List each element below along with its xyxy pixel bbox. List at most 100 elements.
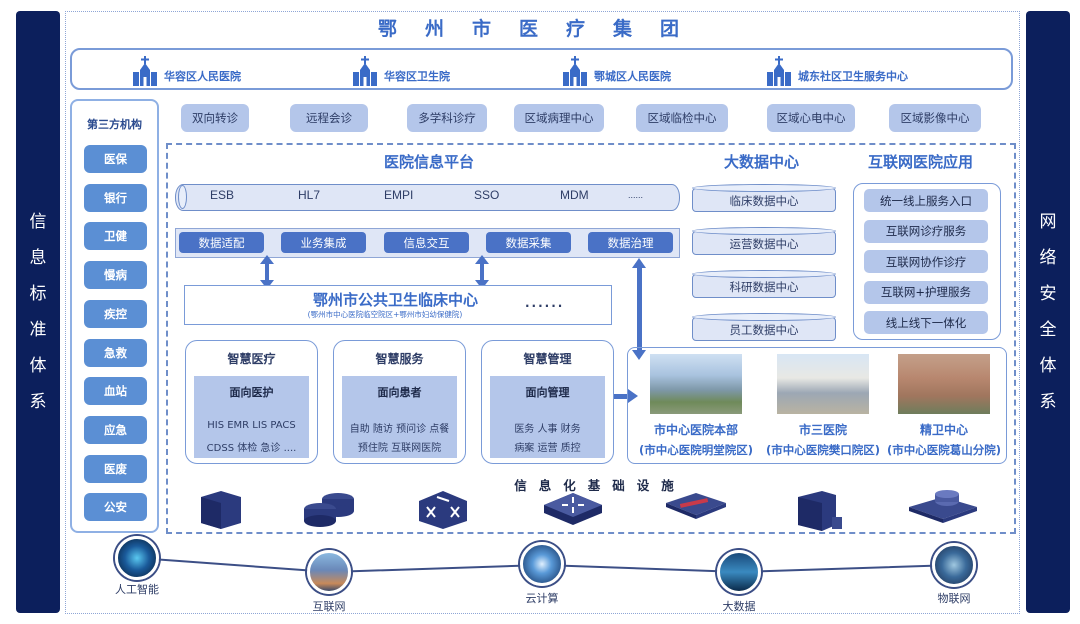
- data-center-label: 临床数据中心: [729, 194, 799, 208]
- big-data-icon: [717, 550, 761, 594]
- data-center-label: 科研数据中心: [729, 280, 799, 294]
- integration-item: 信息交互: [384, 232, 469, 253]
- clinical-center-box: [184, 285, 612, 325]
- arrow-bidirectional: [475, 255, 489, 289]
- service-pill: 双向转诊: [181, 104, 249, 132]
- integration-item: 业务集成: [281, 232, 366, 253]
- integration-item: 数据适配: [179, 232, 264, 253]
- router-icon: [540, 489, 606, 533]
- main-title: 鄂州市医疗集团: [377, 18, 707, 40]
- disk-array-icon: [905, 489, 981, 529]
- technology-label: 互联网: [312, 600, 346, 613]
- third-party-item: 医保: [84, 145, 147, 173]
- smart-domain-systems: 自助 随访 预问诊 点餐: [349, 424, 450, 435]
- internet-hospital-item: 互联网诊疗服务: [864, 219, 988, 243]
- data-center-cylinder: 临床数据中心: [691, 184, 836, 212]
- smart-domain-systems: 医务 人事 财务: [514, 424, 581, 435]
- third-party-item: 疾控: [84, 299, 147, 328]
- campus-subtitle: (市中心医院葛山分院): [886, 443, 1001, 457]
- pillar-char: 网: [1039, 212, 1057, 232]
- third-party-item: 公安: [84, 493, 147, 522]
- technology-label: 物联网: [937, 592, 971, 605]
- big-data-title: 大数据中心: [724, 153, 800, 171]
- integration-item: 数据治理: [588, 232, 673, 253]
- pillar-char: 系: [1039, 392, 1057, 412]
- pipe-item: SSO: [474, 188, 500, 202]
- third-party-item: 卫健: [84, 222, 147, 251]
- core-switch-icon: [415, 489, 471, 535]
- technology-label: 人工智能: [115, 583, 159, 596]
- internet-hospital-item: 互联网协作诊疗: [864, 250, 988, 273]
- infrastructure-title: 信息化基础设施: [514, 478, 686, 493]
- campus-name: 市中心医院本部: [653, 423, 738, 437]
- service-pill: 区域影像中心: [889, 104, 981, 132]
- internet-hospital-item: 互联网+护理服务: [864, 280, 988, 304]
- data-center-label: 员工数据中心: [729, 323, 799, 337]
- integration-bus-pipe: [175, 184, 680, 211]
- smart-domain-inner: [342, 376, 457, 458]
- third-party-item: 应急: [84, 415, 147, 444]
- clinical-center-more: ......: [525, 296, 565, 310]
- storage-icon: [300, 489, 360, 531]
- member-hospital-label: 华容区人民医院: [164, 70, 241, 83]
- member-hospital-label: 鄂城区人民医院: [594, 70, 671, 83]
- service-pill: 多学科诊疗: [407, 104, 487, 132]
- pillar-char: 标: [29, 284, 47, 304]
- pipe-item: MDM: [560, 188, 589, 202]
- cloud-computing-icon: [520, 542, 564, 586]
- smart-domain-systems: CDSS 体检 急诊 ....: [206, 443, 297, 454]
- server-icon: [196, 489, 246, 535]
- pipe-item: ESB: [210, 188, 235, 202]
- campus-name: 市三医院: [798, 423, 847, 437]
- church-icon: [766, 56, 792, 86]
- internet-hospital-item: 线上线下一体化: [864, 311, 988, 334]
- campus-panel: [627, 347, 1007, 464]
- pillar-char: 体: [29, 356, 47, 376]
- member-hospital: 华容区卫生院: [352, 54, 450, 86]
- third-party-item: 银行: [84, 183, 147, 212]
- technology-label: 云计算: [525, 592, 559, 605]
- host-icon: [792, 489, 848, 537]
- smart-domain-title: 智慧服务: [375, 352, 424, 366]
- data-center-cylinder: 运营数据中心: [691, 227, 836, 255]
- pipe-item: EMPI: [384, 188, 414, 202]
- member-hospital-label: 华容区卫生院: [384, 70, 450, 83]
- third-party-item: 急救: [84, 338, 147, 367]
- member-hospitals-bar: [70, 48, 1013, 90]
- member-hospital: 鄂城区人民医院: [562, 54, 671, 86]
- info-standard-pillar: 信 息 标 准 体 系: [16, 11, 60, 613]
- campus-photo: [777, 354, 869, 414]
- church-icon: [132, 56, 158, 86]
- smart-domain-audience: 面向管理: [525, 386, 570, 399]
- platform-title: 医院信息平台: [384, 153, 475, 171]
- clinical-center-subtitle: (鄂州市中心医院临空院区+鄂州市妇幼保健院): [307, 310, 463, 319]
- core-platform-frame: [166, 143, 1016, 534]
- smart-domain-inner: [490, 376, 605, 458]
- outer-frame: [65, 11, 1020, 614]
- internet-hospital-title: 互联网医院应用: [868, 153, 974, 171]
- internet-city-icon: [307, 550, 351, 594]
- pillar-char: 准: [29, 320, 47, 340]
- internet-hospital-panel: [853, 183, 1001, 340]
- campus-photo: [650, 354, 742, 414]
- service-pill: 区域病理中心: [514, 104, 604, 132]
- arrow-bidirectional: [260, 255, 274, 289]
- smart-domain-audience: 面向医护: [229, 386, 274, 399]
- pillar-char: 全: [1039, 320, 1057, 340]
- internet-hospital-item: 统一线上服务入口: [864, 189, 988, 212]
- technology-label: 大数据: [722, 600, 756, 613]
- pillar-char: 络: [1039, 248, 1057, 268]
- data-center-cylinder: 科研数据中心: [691, 270, 836, 298]
- pillar-char: 息: [29, 248, 47, 268]
- data-center-label: 运营数据中心: [729, 237, 799, 251]
- campus-subtitle: (市中心医院明堂院区): [638, 443, 753, 457]
- pipe-item: HL7: [298, 188, 321, 202]
- ai-brain-icon: [115, 536, 159, 580]
- arrow-bidirectional: [632, 258, 646, 360]
- third-party-panel: [70, 99, 159, 533]
- campus-photo: [898, 354, 990, 414]
- church-icon: [562, 56, 588, 86]
- service-pill: 远程会诊: [290, 104, 368, 132]
- clinical-center-title: 鄂州市公共卫生临床中心: [312, 291, 478, 309]
- smart-domain-systems: HIS EMR LIS PACS: [207, 420, 296, 431]
